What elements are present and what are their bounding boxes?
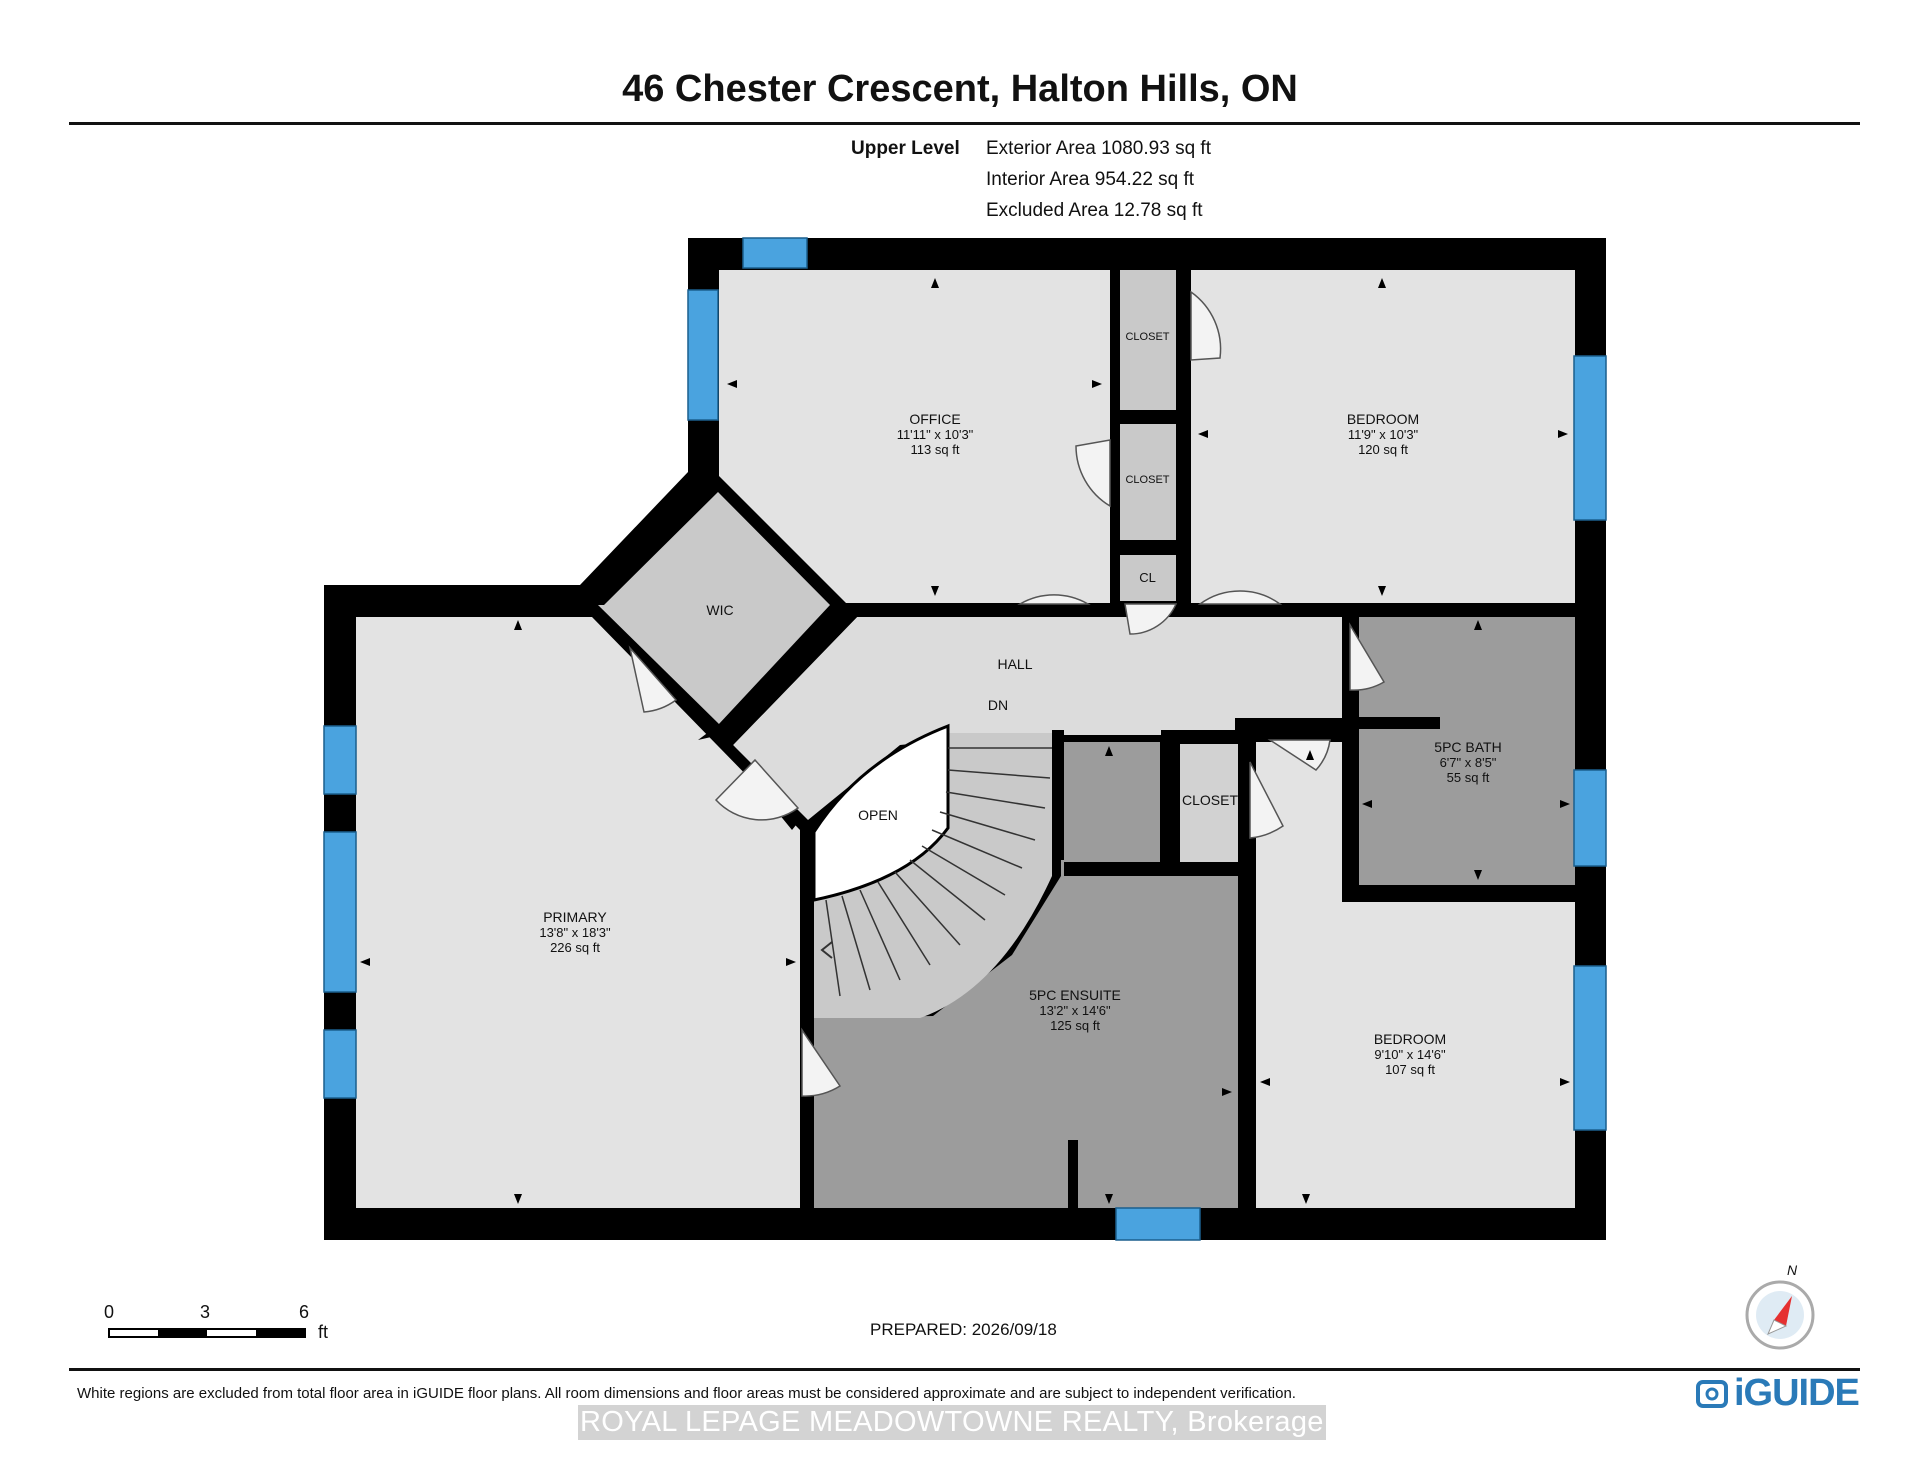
room-name: OFFICE <box>909 411 961 427</box>
cl-floor <box>1119 555 1176 601</box>
room-area: 125 sq ft <box>1050 1018 1100 1033</box>
window <box>742 237 808 269</box>
room-area: 226 sq ft <box>550 940 600 955</box>
room-bedroom-lower-label: BEDROOM 9'10" x 14'6" 107 sq ft <box>1345 1031 1475 1078</box>
window <box>1573 355 1607 521</box>
window <box>1573 769 1607 867</box>
dimension-markers <box>360 278 1570 1204</box>
closet-mid-floor <box>1119 424 1176 540</box>
closet-top-floor <box>1119 270 1176 410</box>
window <box>323 1029 357 1099</box>
window <box>687 289 719 421</box>
room-bath-label: 5PC BATH 6'7" x 8'5" 55 sq ft <box>1412 739 1524 786</box>
scale-tick-3: 3 <box>200 1302 211 1322</box>
room-dimensions: 11'9" x 10'3" <box>1347 427 1419 442</box>
doors <box>628 290 1386 1097</box>
window <box>1115 1207 1201 1241</box>
closet-lower-label: CLOSET <box>1181 792 1238 808</box>
room-area: 55 sq ft <box>1446 770 1490 785</box>
room-ensuite-label: 5PC ENSUITE 13'2" x 14'6" 125 sq ft <box>1010 987 1140 1034</box>
room-bath-floor <box>1359 617 1575 885</box>
room-bedroom-top-floor <box>1191 270 1575 604</box>
stair-area <box>814 733 1052 1018</box>
room-primary-label: PRIMARY 13'8" x 18'3" 226 sq ft <box>510 909 640 956</box>
window <box>323 725 357 795</box>
scale-bar <box>108 1328 306 1338</box>
window <box>1573 965 1607 1131</box>
room-area: 120 sq ft <box>1358 442 1408 457</box>
closet-lower-floor <box>1180 742 1240 862</box>
room-ensuite-floor <box>814 742 1238 1208</box>
room-name: BEDROOM <box>1373 1031 1447 1047</box>
iguide-logo-icon <box>1696 1380 1728 1408</box>
excluded-area: Excluded Area 12.78 sq ft <box>986 200 1203 221</box>
disclaimer-text: White regions are excluded from total fl… <box>77 1385 1296 1402</box>
iguide-brand: iGUIDE <box>1696 1372 1860 1417</box>
room-name: BEDROOM <box>1346 411 1420 427</box>
prepared-date: PREPARED: 2026/09/18 <box>870 1320 1057 1339</box>
wic-label: WIC <box>706 602 734 618</box>
header-divider <box>69 122 1860 125</box>
compass-icon <box>1745 1280 1815 1350</box>
room-office-label: OFFICE 11'11" x 10'3" 113 sq ft <box>870 411 1000 458</box>
open-label: OPEN <box>858 807 898 823</box>
compass-north-label: N <box>1787 1262 1798 1278</box>
plan-title: 46 Chester Crescent, Halton Hills, ON <box>622 68 1298 110</box>
room-dimensions: 9'10" x 14'6" <box>1374 1047 1446 1062</box>
scale-unit: ft <box>318 1322 329 1342</box>
exterior-area: Exterior Area 1080.93 sq ft <box>986 138 1211 159</box>
scale-tick-0: 0 <box>104 1302 115 1322</box>
interior-walls <box>592 270 1575 1208</box>
iguide-wordmark: iGUIDE <box>1734 1372 1860 1414</box>
closet-top-label: CLOSET <box>1125 331 1170 343</box>
room-primary-floor <box>356 617 800 1208</box>
interior-area: Interior Area 954.22 sq ft <box>986 169 1195 190</box>
stair-direction-arrow <box>820 941 833 959</box>
stair-treads <box>825 747 1052 997</box>
room-bedroom-top-label: BEDROOM 11'9" x 10'3" 120 sq ft <box>1318 411 1448 458</box>
hall-floor <box>733 616 1342 820</box>
room-dimensions: 11'11" x 10'3" <box>896 427 974 442</box>
brokerage-watermark: ROYAL LEPAGE MEADOWTOWNE REALTY, Brokera… <box>578 1405 1326 1440</box>
level-label: Upper Level <box>851 138 960 159</box>
room-name: 5PC BATH <box>1434 739 1502 755</box>
room-area: 107 sq ft <box>1385 1062 1435 1077</box>
stair-down-label: DN <box>987 697 1009 713</box>
footer-divider <box>69 1368 1860 1371</box>
scale-tick-6: 6 <box>299 1302 310 1322</box>
window <box>323 831 357 993</box>
room-bedroom-lower-floor <box>1256 742 1575 1208</box>
room-name: 5PC ENSUITE <box>1029 987 1121 1003</box>
room-dimensions: 13'8" x 18'3" <box>539 925 611 940</box>
closet-mid-label: CLOSET <box>1125 474 1170 486</box>
room-area: 113 sq ft <box>910 442 960 457</box>
room-name: PRIMARY <box>543 909 607 925</box>
room-dimensions: 13'2" x 14'6" <box>1039 1003 1111 1018</box>
hall-label: HALL <box>997 656 1033 672</box>
cl-label: CL <box>1139 570 1156 585</box>
room-dimensions: 6'7" x 8'5" <box>1439 755 1497 770</box>
windows <box>323 237 1607 1241</box>
